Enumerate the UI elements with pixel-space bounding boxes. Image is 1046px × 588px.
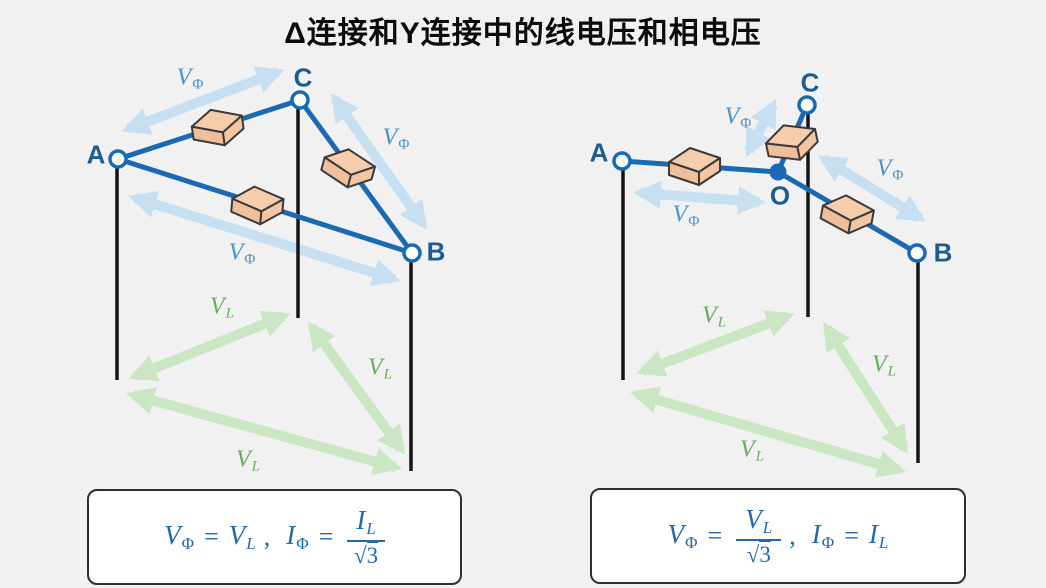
- wye-line-voltage-arrows: [630, 310, 909, 478]
- equals-sign: =: [318, 522, 334, 551]
- comma: ,: [789, 521, 796, 550]
- line-voltage-label: VL: [367, 354, 393, 383]
- phase-voltage-label: VΦ: [382, 124, 410, 153]
- phase-voltage-arrow-oc: [744, 98, 778, 158]
- v-phase-symbol: VΦ: [667, 519, 698, 552]
- v-line-symbol: VL: [228, 520, 256, 553]
- delta-nodes: [108, 90, 422, 263]
- delta-node-label-b: B: [426, 236, 446, 267]
- phase-voltage-arrow-ac: [121, 66, 285, 135]
- phase-voltage-label: VΦ: [176, 64, 204, 93]
- node-o-circle: [769, 163, 787, 181]
- fraction-numerator: IL: [347, 505, 385, 543]
- i-line-symbol: IL: [868, 519, 889, 552]
- delta-phase-voltage-arrows: [121, 66, 428, 287]
- phase-voltage-arrow-cb: [330, 93, 428, 230]
- wye-node-label-c: C: [800, 67, 820, 98]
- line-voltage-label: VL: [701, 302, 727, 331]
- line-voltage-arrow-cb: [307, 321, 406, 455]
- fraction-vl-over-sqrt3: VL √3: [736, 504, 782, 568]
- line-voltage-label: VL: [209, 293, 235, 322]
- delta-node-label-a: A: [86, 139, 106, 170]
- delta-formula-box: VΦ = VL , IΦ = IL √3: [87, 489, 462, 585]
- line-voltage-label: VL: [871, 351, 897, 380]
- i-phase-symbol: IΦ: [286, 520, 309, 553]
- line-voltage-arrow-ab: [630, 386, 906, 478]
- phase-voltage-label: VΦ: [724, 103, 752, 132]
- line-voltage-arrow-ac: [636, 310, 795, 377]
- load-box-ab: [229, 183, 286, 228]
- load-box-co: [762, 118, 822, 167]
- equals-sign: =: [204, 522, 219, 551]
- phase-voltage-arrow-ab: [128, 190, 401, 287]
- page-title: Δ连接和Y连接中的线电压和相电压: [284, 17, 762, 50]
- line-voltage-label: VL: [739, 436, 765, 465]
- delta-conductors: [115, 109, 413, 471]
- wye-node-label-a: A: [589, 137, 609, 168]
- line-voltage-arrow-cb: [822, 322, 909, 454]
- phase-voltage-label: VΦ: [228, 239, 256, 268]
- phase-voltage-label: VΦ: [672, 201, 700, 230]
- node-c-circle: [290, 90, 310, 110]
- delta-node-label-c: C: [293, 62, 313, 93]
- wye-node-label-o: O: [769, 180, 791, 211]
- comma: ,: [263, 522, 271, 551]
- wye-nodes: [612, 95, 927, 263]
- node-c-circle: [797, 95, 817, 115]
- node-b-circle: [907, 243, 927, 263]
- equals-sign: =: [844, 521, 859, 550]
- fraction-il-over-sqrt3: IL √3: [347, 505, 385, 569]
- phase-voltage-label: VΦ: [876, 155, 904, 184]
- wye-phase-voltage-arrows: [633, 98, 926, 223]
- load-box-ac: [188, 104, 247, 151]
- v-phase-symbol: VΦ: [164, 520, 195, 553]
- line-voltage-arrow-ac: [128, 310, 291, 382]
- node-b-circle: [402, 243, 422, 263]
- line-voltage-arrow-ab: [126, 387, 402, 475]
- sqrt-3: √3: [746, 540, 771, 568]
- fraction-numerator: VL: [736, 504, 782, 542]
- line-voltage-label: VL: [235, 446, 261, 475]
- phase-voltage-arrow-ao: [633, 180, 766, 215]
- node-a-circle: [612, 151, 632, 171]
- i-phase-symbol: IΦ: [811, 519, 835, 552]
- wye-connection-diagram: [612, 95, 927, 478]
- equals-sign: =: [707, 521, 723, 550]
- wye-formula-box: VΦ = VL √3 , IΦ = IL: [590, 488, 966, 584]
- node-a-circle: [108, 149, 128, 169]
- load-box-ao: [668, 147, 721, 186]
- wye-wires: [619, 102, 920, 256]
- phase-voltage-arrow-ob: [818, 154, 926, 223]
- sqrt-3: √3: [354, 541, 379, 569]
- delta-connection-diagram: [108, 66, 428, 475]
- delta-line-voltage-arrows: [126, 310, 406, 475]
- wye-node-label-b: B: [933, 237, 953, 268]
